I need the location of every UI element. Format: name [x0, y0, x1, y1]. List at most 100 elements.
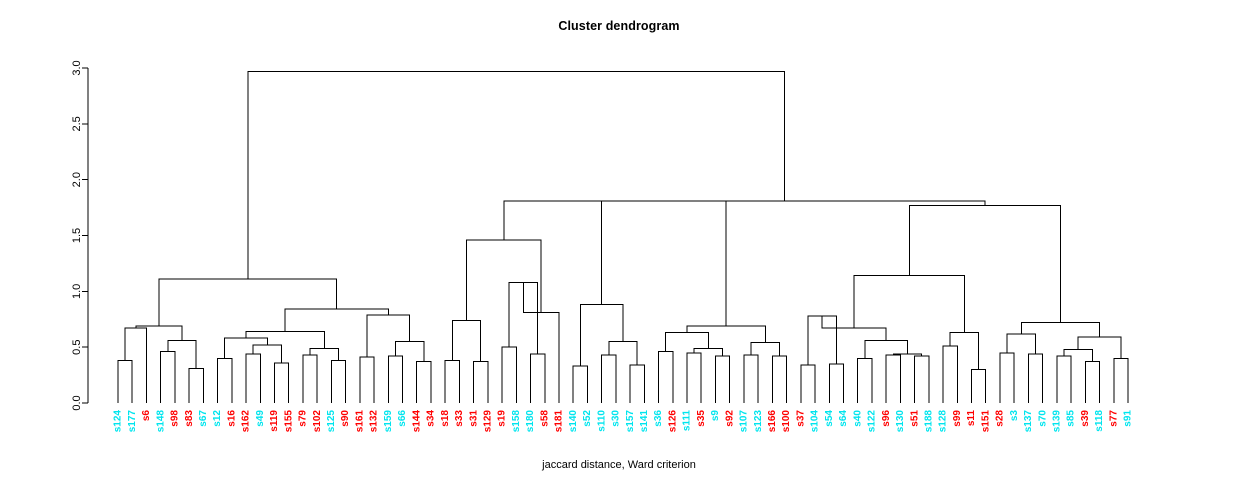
leaf-label: s157	[625, 410, 636, 433]
dendrogram-branch	[1113, 357, 1129, 403]
dendrogram-branches	[117, 70, 1129, 403]
leaf-label: s6	[141, 410, 152, 422]
dendrogram-branch	[658, 351, 674, 403]
leaf-label: s166	[767, 410, 778, 433]
leaf-label: s91	[1123, 410, 1134, 427]
dendrogram-branch	[601, 200, 727, 326]
leaf-label: s92	[724, 410, 735, 427]
dendrogram-branch	[1063, 348, 1093, 362]
leaf-label: s128	[938, 410, 949, 433]
leaf-label: s124	[113, 410, 124, 433]
leaf-label: s159	[383, 410, 394, 433]
dendrogram-branch	[117, 360, 133, 403]
dendrogram-branch	[999, 352, 1015, 403]
leaf-label: s118	[1094, 410, 1105, 432]
leaf-label: s12	[212, 410, 223, 427]
leaf-label: s77	[1108, 410, 1119, 427]
dendrogram-branch	[892, 353, 923, 357]
leaf-label: s34	[426, 410, 437, 427]
leaf-label: s144	[411, 410, 422, 433]
dendrogram-branch	[853, 275, 965, 333]
y-axis-tick-label: 2.0	[71, 172, 83, 187]
leaf-label: s132	[369, 410, 380, 433]
leaf-label: s67	[198, 410, 209, 427]
leaf-label: s161	[354, 410, 365, 433]
y-axis-tick-label: 0.5	[71, 340, 83, 355]
leaf-label: s33	[454, 410, 465, 427]
leaf-label: s40	[852, 410, 863, 427]
y-axis: 0.00.51.01.52.02.53.0	[71, 60, 89, 411]
dendrogram-branch	[942, 345, 958, 403]
leaf-label: s155	[283, 410, 294, 433]
dendrogram-branch	[828, 363, 844, 403]
leaf-label: s30	[611, 410, 622, 427]
dendrogram-branch	[124, 327, 147, 403]
dendrogram-branch	[665, 332, 709, 352]
dendrogram-branch	[1084, 361, 1101, 403]
leaf-label: s18	[440, 410, 451, 427]
dendrogram-branch	[714, 355, 731, 403]
leaf-label: s188	[923, 410, 934, 433]
dendrogram-branch	[188, 367, 204, 403]
dendrogram-branch	[864, 339, 909, 359]
dendrogram-branch	[908, 204, 1061, 323]
leaf-label: s51	[909, 410, 920, 427]
leaf-label: s83	[184, 410, 195, 427]
dendrogram-branch	[1006, 333, 1037, 354]
leaf-label: s158	[511, 410, 522, 433]
leaf-label: s52	[582, 410, 593, 427]
leaf-label: s90	[340, 410, 351, 427]
dendrogram-branch	[302, 354, 318, 403]
leaf-label: s58	[539, 410, 550, 427]
leaf-label: s119	[269, 410, 280, 432]
dendrogram-branch	[530, 353, 546, 403]
dendrogram-branch	[686, 325, 766, 343]
dendrogram-branch	[416, 361, 432, 403]
dendrogram-branch	[273, 362, 290, 403]
leaf-label: s137	[1023, 410, 1034, 433]
leaf-label: s54	[824, 410, 835, 427]
leaf-label: s31	[468, 410, 479, 427]
dendrogram-branch	[158, 278, 338, 326]
leaf-label: s96	[881, 410, 892, 427]
dendrogram-branch	[608, 341, 638, 366]
leaf-label: s37	[795, 410, 806, 427]
leaf-label: s151	[980, 410, 991, 433]
y-axis-tick-label: 3.0	[71, 60, 83, 75]
dendrogram-branch	[394, 341, 425, 362]
dendrogram-branch	[771, 355, 788, 403]
leaf-label: s139	[1052, 410, 1063, 433]
dendrogram-branch	[601, 354, 617, 403]
leaf-label: s100	[781, 410, 792, 433]
dendrogram-branch	[387, 355, 404, 403]
dendrogram-branch	[1056, 355, 1072, 403]
leaf-label: s35	[696, 410, 707, 427]
dendrogram-branch	[284, 308, 389, 332]
dendrogram-branch	[949, 332, 980, 370]
y-axis-tick-label: 1.5	[71, 228, 83, 243]
leaf-label: s16	[226, 410, 237, 427]
leaf-label: s123	[753, 410, 764, 433]
leaf-label: s177	[127, 410, 138, 433]
page-title: Cluster dendrogram	[558, 19, 680, 33]
leaf-label: s104	[810, 410, 821, 433]
leaf-label: s79	[298, 410, 309, 427]
dendrogram-branch	[914, 355, 930, 403]
leaf-label: s49	[255, 410, 266, 427]
leaf-label: s66	[397, 410, 408, 427]
leaf-label: s85	[1066, 410, 1077, 427]
leaf-label: s3	[1009, 410, 1020, 422]
leaf-label: s141	[639, 410, 650, 433]
leaf-label: s126	[667, 410, 678, 433]
dendrogram-branch	[686, 352, 702, 403]
dendrogram-branch	[572, 365, 588, 403]
leaf-label: s19	[497, 410, 508, 427]
leaf-label: s130	[895, 410, 906, 433]
dendrogram-branch	[160, 351, 176, 403]
leaf-label: s110	[596, 410, 607, 432]
dendrogram-branch	[309, 347, 339, 361]
dendrogram-branch	[245, 353, 261, 403]
leaf-label: s11	[966, 410, 977, 427]
